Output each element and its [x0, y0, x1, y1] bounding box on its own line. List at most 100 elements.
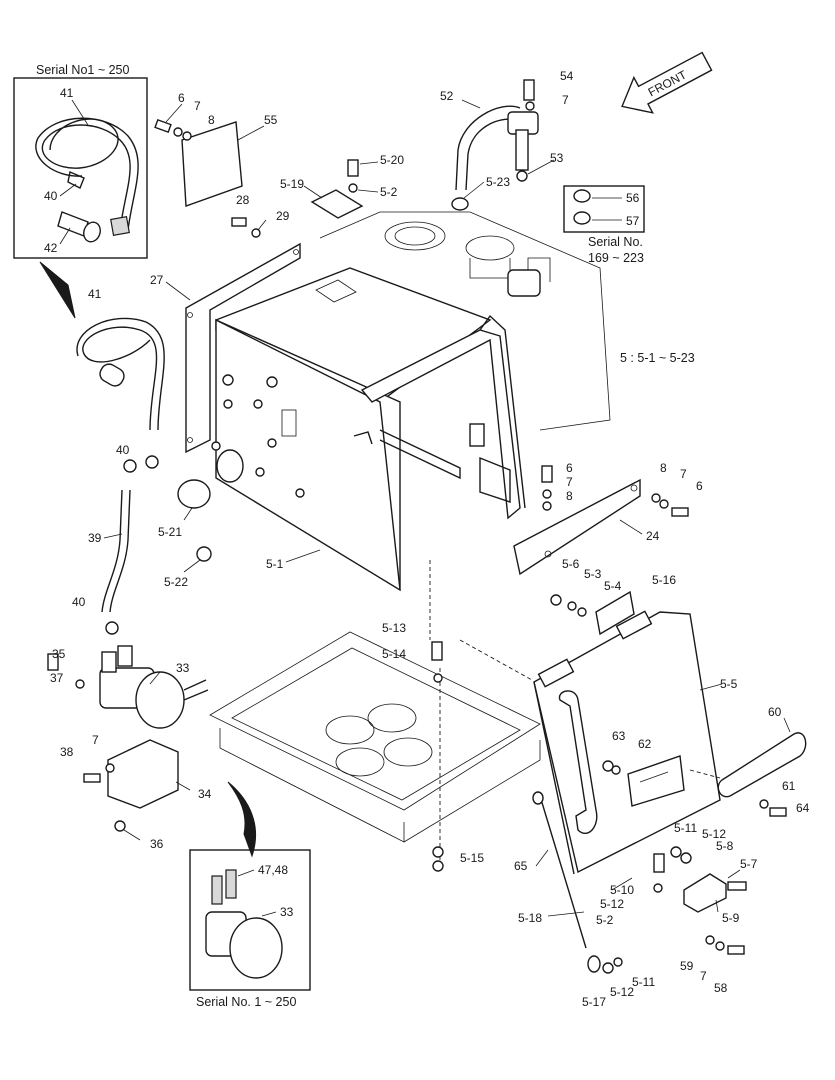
part-label: 5-2: [380, 185, 398, 199]
inset-top-label-40: 40: [44, 189, 58, 203]
inset-serial-1-250-hose: Serial No1 ~ 250: [13, 63, 148, 259]
part-label: 53: [550, 151, 564, 165]
group-note: 5 : 5-1 ~ 5-23: [620, 351, 695, 365]
part-label: 5-18: [518, 911, 542, 925]
plate-24: [513, 478, 641, 576]
inset-top-serial: Serial No1 ~ 250: [36, 63, 130, 77]
part-label: 5-4: [604, 579, 622, 593]
part-label: 33: [176, 661, 190, 675]
bracket-5-4: [595, 590, 635, 636]
part-label: 6: [696, 479, 703, 493]
part-label: 7: [700, 969, 707, 983]
part-label: 5-17: [582, 995, 606, 1009]
plate-55: [181, 121, 243, 207]
part-label: 6: [566, 461, 573, 475]
part-label: 5-10: [610, 883, 634, 897]
svg-text:42: 42: [44, 241, 58, 255]
part-label: 27: [150, 273, 164, 287]
inset-bottom-label-33: 33: [280, 905, 294, 919]
part-label: 5-11: [674, 821, 697, 835]
part-label: 5-12: [702, 827, 726, 841]
part-label: 59: [680, 959, 694, 973]
part-label: 28: [236, 193, 250, 207]
part-label: 5-23: [486, 175, 510, 189]
inset-right-serial-1: Serial No.: [588, 235, 643, 249]
part-label: 8: [208, 113, 215, 127]
inset-serial-1-250-pump: Serial No. 1 ~ 250: [189, 849, 311, 1009]
part-label: 58: [714, 981, 728, 995]
inset-right-label-56: 56: [626, 191, 640, 205]
part-label: 38: [60, 745, 74, 759]
part-label: 5-15: [460, 851, 484, 865]
svg-text:47,48: 47,48: [258, 863, 288, 877]
part-label: 5-8: [716, 839, 734, 853]
inset-top-label-42: 42: [44, 241, 58, 255]
part-label: 5-22: [164, 575, 188, 589]
part-label: 8: [660, 461, 667, 475]
part-label: 60: [768, 705, 782, 719]
inset-right-serial-2: 169 ~ 223: [588, 251, 644, 265]
pipe-52: [455, 105, 539, 191]
part-label: 5-20: [380, 153, 404, 167]
part-label: 5-13: [382, 621, 406, 635]
inset-arrow-down: [39, 261, 76, 319]
part-label: 5-3: [584, 567, 602, 581]
part-label: 62: [638, 737, 652, 751]
part-label: 5-11: [632, 975, 655, 989]
hose-39: [109, 489, 131, 613]
part-label: 5-12: [600, 897, 624, 911]
part-label: 7: [566, 475, 573, 489]
part-label: 5-14: [382, 647, 406, 661]
part-label: 5-19: [280, 177, 304, 191]
pump-33: [99, 645, 209, 729]
part-label: 5-21: [158, 525, 182, 539]
cover-5-19: [310, 189, 364, 219]
door-5-5: [459, 610, 721, 875]
part-label: 8: [566, 489, 573, 503]
rod-65: [539, 795, 587, 949]
svg-text:41: 41: [60, 86, 74, 100]
inset-serial-169-223: Serial No. 169 ~ 223: [563, 185, 645, 265]
inset-bottom-label-47-48: 47,48: [258, 863, 288, 877]
part-labels: 6 7 8 55 5-20 5-19 5-2 52 54 7 53 5-23 2…: [50, 69, 810, 1009]
part-label: 37: [50, 671, 64, 685]
part-label: 7: [680, 467, 687, 481]
svg-text:56: 56: [626, 191, 640, 205]
inset-right-label-57: 57: [626, 214, 640, 228]
svg-text:57: 57: [626, 214, 640, 228]
part-label: 5-16: [652, 573, 676, 587]
bracket-34: [107, 739, 179, 809]
part-label: 5-7: [740, 857, 758, 871]
part-label: 40: [72, 595, 86, 609]
inset-bottom-serial: Serial No. 1 ~ 250: [196, 995, 296, 1009]
part-label: 5-2: [596, 913, 614, 927]
part-label: 35: [52, 647, 66, 661]
svg-text:33: 33: [280, 905, 294, 919]
handle-60: [717, 732, 807, 798]
part-label: 6: [178, 91, 185, 105]
front-arrow: FRONT: [621, 51, 713, 114]
part-label: 34: [198, 787, 212, 801]
hydraulic-tank: [185, 211, 611, 592]
part-label: 29: [276, 209, 290, 223]
leader-lines: [103, 99, 791, 917]
part-label: 5-6: [562, 557, 580, 571]
tank-holes: [211, 374, 305, 498]
part-label: 24: [646, 529, 660, 543]
inset-top-label-41: 41: [60, 86, 74, 100]
part-label: 41: [88, 287, 102, 301]
part-label: 55: [264, 113, 278, 127]
inset-arrow-curve: [227, 781, 256, 858]
part-label: 7: [194, 99, 201, 113]
part-label: 63: [612, 729, 626, 743]
part-label: 5-12: [610, 985, 634, 999]
part-label: 61: [782, 779, 796, 793]
part-label: 7: [92, 733, 99, 747]
part-label: 36: [150, 837, 164, 851]
part-label: 5-9: [722, 911, 740, 925]
part-label: 7: [562, 93, 569, 107]
part-label: 5-1: [266, 557, 284, 571]
part-label: 64: [796, 801, 810, 815]
part-label: 52: [440, 89, 454, 103]
